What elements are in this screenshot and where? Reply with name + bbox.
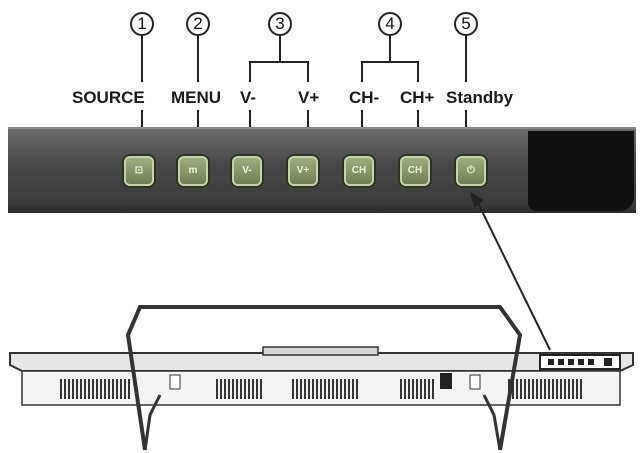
label-channel-down: CH- bbox=[349, 88, 380, 107]
panel-sensor-window bbox=[528, 131, 634, 211]
channel-up-button[interactable]: CH bbox=[400, 156, 430, 186]
tv-rear-view bbox=[9, 305, 634, 451]
leader-line-4 bbox=[389, 36, 391, 62]
label-menu: MENU bbox=[171, 88, 222, 107]
bracket-line-3 bbox=[249, 61, 309, 63]
label-source: SOURCE bbox=[72, 88, 145, 107]
stand-bracket bbox=[262, 346, 379, 356]
menu-button[interactable]: m bbox=[178, 156, 208, 186]
label-volume-down: V- bbox=[240, 88, 257, 107]
callout-number-2: 2 bbox=[186, 12, 210, 36]
callout-number-1: 1 bbox=[130, 12, 154, 36]
leader-line-1 bbox=[141, 36, 143, 82]
bracket-right-3 bbox=[307, 61, 309, 82]
bracket-right-4 bbox=[417, 61, 419, 82]
volume-up-button[interactable]: V+ bbox=[288, 156, 318, 186]
callout-number-4: 4 bbox=[378, 12, 402, 36]
bracket-line-4 bbox=[361, 61, 419, 63]
label-channel-up: CH+ bbox=[400, 88, 435, 107]
label-standby: Standby bbox=[446, 88, 514, 107]
callout-number-5: 5 bbox=[454, 12, 478, 36]
volume-down-button[interactable]: V- bbox=[232, 156, 262, 186]
label-volume-up: V+ bbox=[298, 88, 320, 107]
power-connector bbox=[440, 373, 452, 389]
callout-number-3: 3 bbox=[268, 12, 292, 36]
bracket-left-4 bbox=[361, 61, 363, 82]
source-button[interactable]: ⊡ bbox=[124, 156, 154, 186]
leader-line-2 bbox=[197, 36, 199, 82]
standby-button[interactable]: ⏻ bbox=[456, 156, 486, 186]
leader-line-3 bbox=[279, 36, 281, 62]
leader-line-5 bbox=[465, 36, 467, 82]
bracket-left-3 bbox=[249, 61, 251, 82]
tv-stand-frame bbox=[125, 305, 523, 451]
channel-down-button[interactable]: CH bbox=[344, 156, 374, 186]
